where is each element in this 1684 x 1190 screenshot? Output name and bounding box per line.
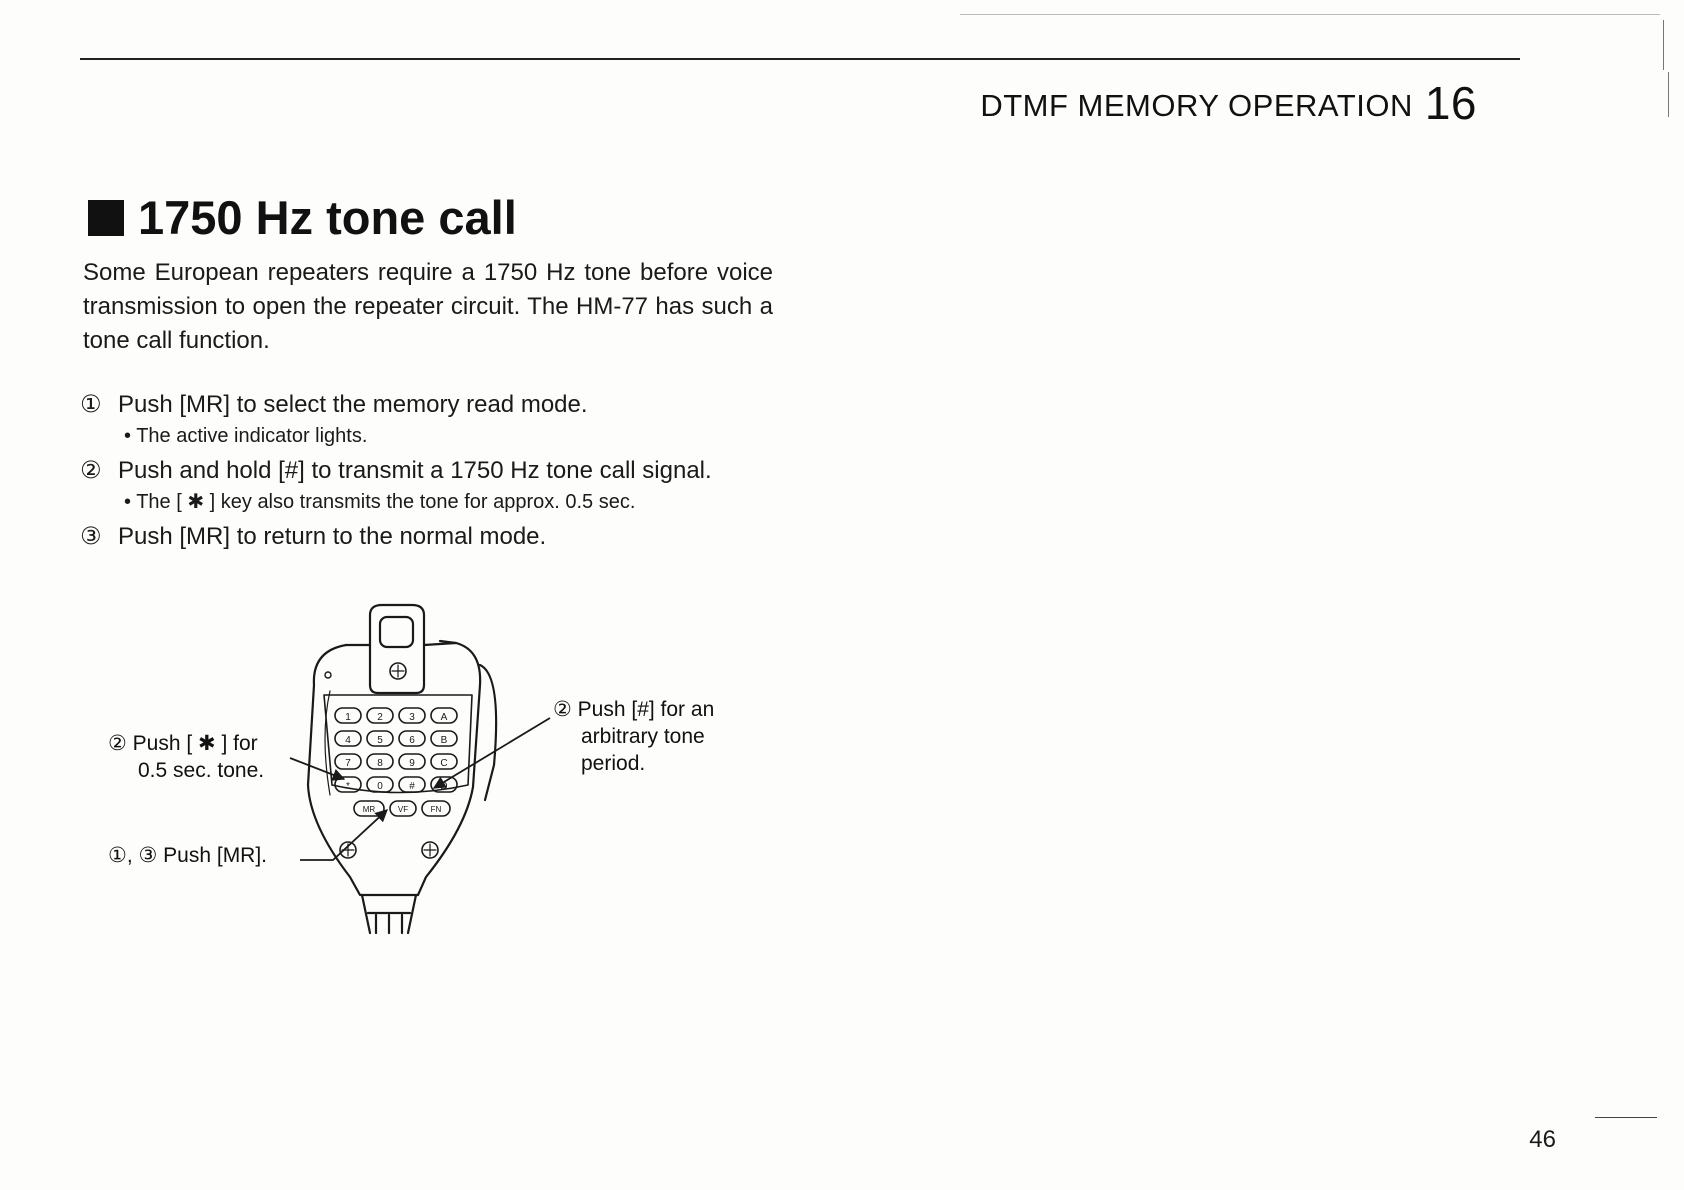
key-5 [366, 730, 394, 747]
key-label: 7 [345, 758, 351, 769]
key-label: C [440, 758, 447, 769]
section-title: 1750 Hz tone call [88, 190, 517, 245]
key-label: MR [363, 805, 376, 814]
step-note: • The active indicator lights. [124, 425, 368, 447]
key-mr [353, 800, 385, 817]
key-label: FN [431, 805, 442, 814]
callout-hash-key: ② Push [#] for an arbitrary tone period. [553, 698, 715, 775]
key-row-1: 1 2 3 A [334, 707, 458, 724]
indicator-led [324, 671, 332, 679]
key-label: * [346, 781, 350, 792]
key-label: B [441, 735, 448, 746]
key-label: 6 [409, 735, 415, 746]
binding-edge-mark [1663, 20, 1664, 70]
key-hash [398, 776, 426, 793]
leader-star [289, 757, 346, 781]
callout-star-key: ② Push [ ✱ ] for 0.5 sec. tone. [108, 732, 265, 782]
running-header: DTMF MEMORY OPERATION 16 [980, 76, 1477, 130]
key-row-2: 4 5 6 B [334, 730, 458, 747]
page-number-rule [1595, 1117, 1657, 1118]
key-3 [398, 707, 426, 724]
key-vf [389, 800, 417, 817]
key-label: # [409, 781, 415, 792]
mic-side-grip [478, 663, 498, 802]
top-faint-rule [960, 14, 1660, 15]
mic-clip [368, 603, 426, 695]
key-label: 8 [377, 758, 383, 769]
step-number: ③ [80, 523, 102, 550]
step-3: ③ Push [MR] to return to the normal mode… [80, 522, 800, 552]
key-2 [366, 707, 394, 724]
key-label: 3 [409, 712, 415, 723]
mic-cord [360, 893, 418, 935]
step-number: ② [80, 457, 102, 484]
binding-edge-mark [1668, 72, 1669, 117]
title-text: 1750 Hz tone call [138, 191, 517, 244]
key-label: 2 [377, 712, 383, 723]
key-1 [334, 707, 362, 724]
screw-icon [339, 841, 357, 859]
key-0 [366, 776, 394, 793]
section-name: DTMF MEMORY OPERATION [980, 88, 1413, 123]
screw-icon [421, 841, 439, 859]
microphone-illustration: 1 2 3 A 4 5 6 B 7 8 9 C [306, 603, 498, 935]
key-9 [398, 753, 426, 770]
screw-icon [389, 662, 407, 680]
key-label: 9 [409, 758, 415, 769]
key-7 [334, 753, 362, 770]
key-star [334, 776, 362, 793]
key-fn [421, 800, 451, 817]
key-c [430, 753, 458, 770]
title-square-icon [88, 199, 124, 236]
callout-mr-key: ①, ③ Push [MR]. [108, 844, 268, 867]
step-text: Push [MR] to select the memory read mode… [118, 391, 588, 418]
leader-hash [432, 717, 551, 789]
key-6 [398, 730, 426, 747]
intro-paragraph: Some European repeaters require a 1750 H… [83, 259, 773, 354]
step-note: • The [ ✱ ] key also transmits the tone … [124, 491, 636, 513]
mic-clip-window [378, 615, 415, 649]
key-row-3: 7 8 9 C [334, 753, 458, 770]
key-4 [334, 730, 362, 747]
key-row-5: MR VF FN [353, 800, 451, 817]
key-b [430, 730, 458, 747]
chapter-number: 16 [1424, 77, 1477, 129]
key-label: 4 [345, 735, 351, 746]
key-label: 5 [377, 735, 383, 746]
key-label: A [441, 712, 448, 723]
key-label: 0 [377, 781, 383, 792]
leader-mr [300, 809, 388, 861]
step-number: ① [80, 391, 102, 418]
step-2: ② Push and hold [#] to transmit a 1750 H… [80, 456, 800, 516]
key-label: 1 [345, 712, 351, 723]
key-8 [366, 753, 394, 770]
step-text: Push [MR] to return to the normal mode. [118, 523, 547, 550]
key-label: VF [398, 805, 408, 814]
page-number: 46 [1529, 1126, 1556, 1153]
step-1: ① Push [MR] to select the memory read mo… [80, 390, 800, 450]
step-list: ① Push [MR] to select the memory read mo… [80, 390, 800, 552]
step-text: Push and hold [#] to transmit a 1750 Hz … [118, 457, 712, 484]
key-a [430, 707, 458, 724]
header-rule [80, 58, 1520, 60]
